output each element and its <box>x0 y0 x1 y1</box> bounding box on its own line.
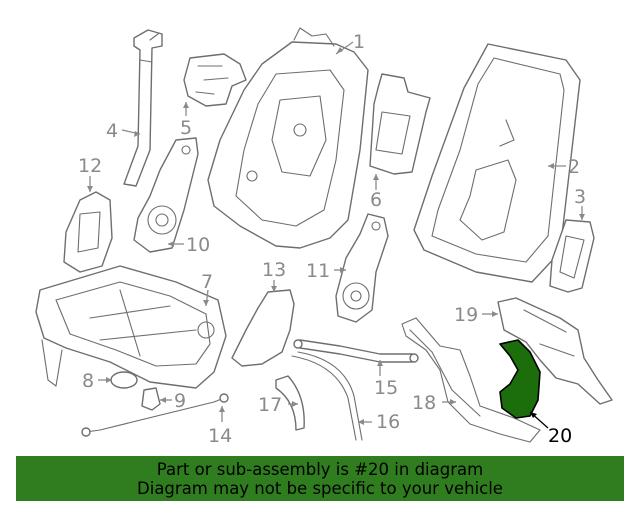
part-14-cable <box>81 393 229 437</box>
callout-11: 11 <box>306 260 330 282</box>
callout-5: 5 <box>180 117 192 139</box>
callout-18: 18 <box>412 392 436 414</box>
part-8-knob <box>110 371 138 389</box>
callout-15: 15 <box>374 377 398 399</box>
callout-12: 12 <box>78 155 102 177</box>
seat-parts-diagram: 1 2 3 4 5 6 7 8 9 10 11 12 13 14 15 16 1… <box>35 27 613 447</box>
callout-labels: 1 2 3 4 5 6 7 8 9 10 11 12 13 14 15 16 1… <box>78 31 586 447</box>
part-6-guide <box>369 73 431 175</box>
part-2-back-panel <box>413 43 581 283</box>
part-13-trim-panel <box>231 289 295 367</box>
callout-19: 19 <box>454 304 478 326</box>
part-4-rod <box>123 29 163 187</box>
callout-6: 6 <box>370 189 382 211</box>
part-3-side-trim <box>549 219 595 293</box>
callout-7: 7 <box>201 271 213 293</box>
callout-17: 17 <box>258 394 282 416</box>
part-5-bracket <box>183 53 247 107</box>
part-19-trim-bracket <box>497 297 613 405</box>
callout-8: 8 <box>82 370 94 392</box>
callout-4: 4 <box>106 120 118 142</box>
part-17-arc-bracket <box>275 375 305 431</box>
part-9-clip <box>141 387 161 411</box>
part-20-highlighted <box>499 339 541 419</box>
callout-1: 1 <box>353 31 365 53</box>
callout-3: 3 <box>574 186 586 208</box>
callout-10: 10 <box>186 234 210 256</box>
part-16-curved-rod <box>291 351 363 441</box>
callout-9: 9 <box>174 390 186 412</box>
part-12-cover <box>63 191 113 273</box>
callout-13: 13 <box>262 259 286 281</box>
banner-line-1: Part or sub-assembly is #20 in diagram <box>156 459 484 479</box>
leaders <box>87 41 585 429</box>
callout-14: 14 <box>208 425 232 447</box>
callout-2: 2 <box>568 156 580 178</box>
callout-20: 20 <box>548 425 572 447</box>
banner-line-2: Diagram may not be specific to your vehi… <box>137 478 503 498</box>
part-15-strut <box>293 339 419 363</box>
part-7-cushion-frame <box>35 265 227 389</box>
part-10-recliner-bracket <box>133 137 199 253</box>
part-1-seatback-frame <box>207 27 369 249</box>
part-18-linkage <box>401 317 541 443</box>
callout-16: 16 <box>376 411 400 433</box>
info-banner: Part or sub-assembly is #20 in diagram D… <box>16 456 624 501</box>
part-11-recliner <box>335 213 389 323</box>
